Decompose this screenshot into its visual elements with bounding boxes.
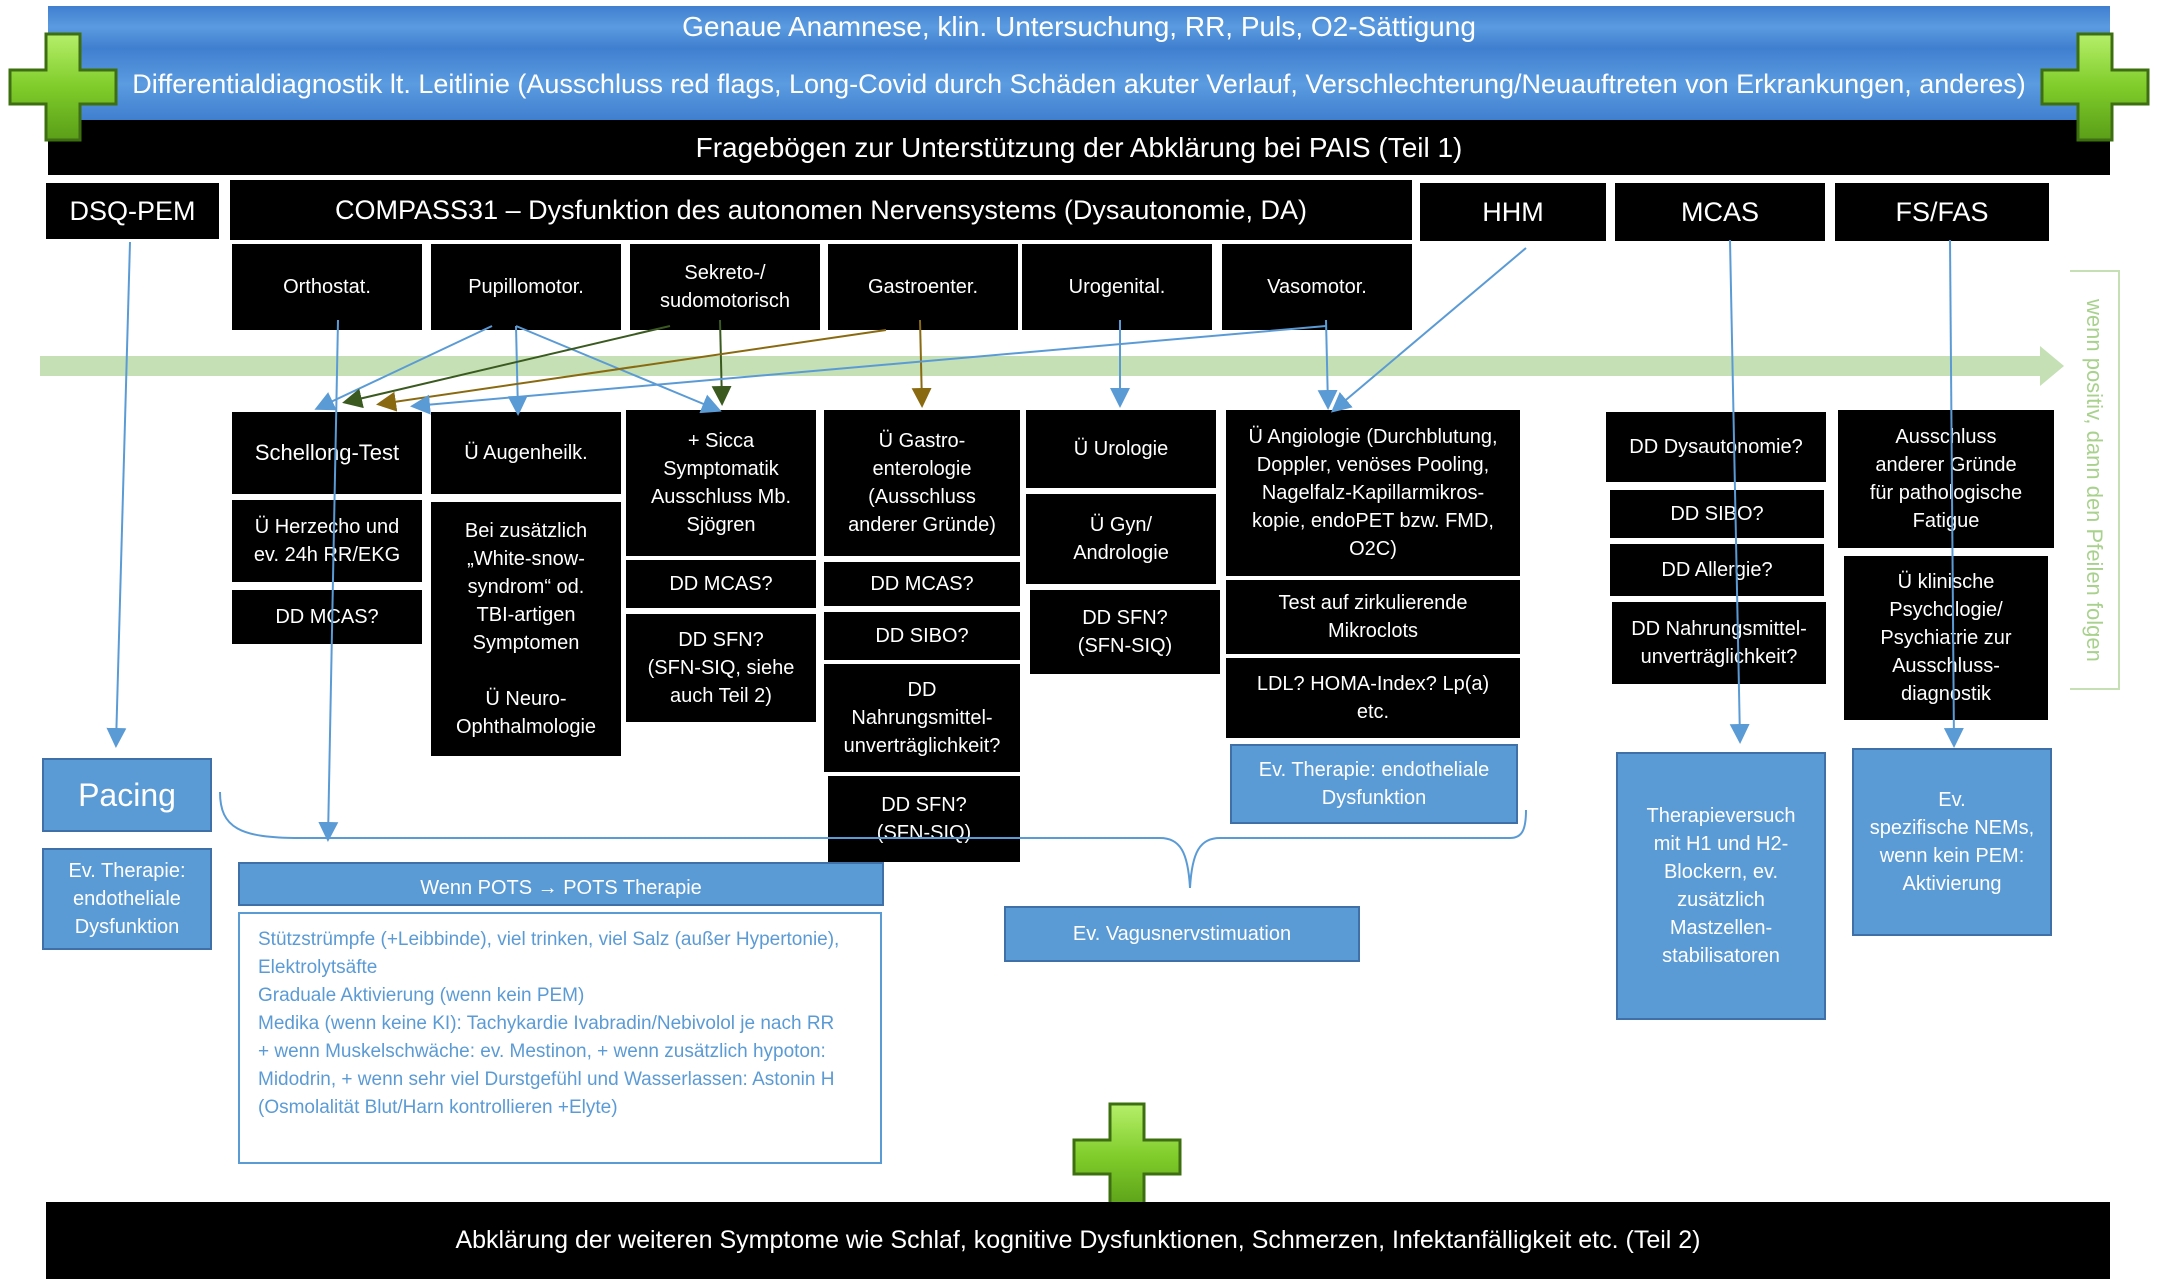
category-gastroenter: Gastroenter. — [828, 244, 1018, 330]
header-bar-anamnese: Genaue Anamnese, klin. Untersuchung, RR,… — [48, 6, 2110, 48]
category-vasomotor: Vasomotor. — [1222, 244, 1412, 330]
plus-icon-bottom — [1072, 1102, 1182, 1212]
box-dd-sfn-sekreto: DD SFN? (SFN-SIQ, siehe auch Teil 2) — [626, 614, 816, 722]
category-orthostat: Orthostat. — [232, 244, 422, 330]
questionnaire-dsq-pem: DSQ-PEM — [46, 183, 219, 239]
box-dd-mcas-orthostat: DD MCAS? — [232, 590, 422, 644]
box-nems-aktivierung: Ev. spezifische NEMs, wenn kein PEM: Akt… — [1852, 748, 2052, 936]
positive-flow-arrow — [40, 346, 2064, 386]
category-sekreto-sudomotorisch: Sekreto-/ sudomotorisch — [630, 244, 820, 330]
plus-icon-right — [2040, 32, 2150, 142]
box-therapie-endothel-links: Ev. Therapie: endotheliale Dysfunktion — [42, 848, 212, 950]
box-white-snow-neuro-ophthalmologie: Bei zusätzlich „White-snow- syndrom“ od.… — [431, 502, 621, 756]
box-dd-mcas-gastro: DD MCAS? — [824, 562, 1020, 606]
box-klinische-psychologie: Ü klinische Psychologie/ Psychiatrie zur… — [1844, 556, 2048, 720]
box-dd-nahrungsmittel-mcas: DD Nahrungsmittel- unverträglichkeit? — [1612, 602, 1826, 684]
box-gyn-andrologie: Ü Gyn/ Andrologie — [1026, 494, 1216, 584]
questionnaire-mcas: MCAS — [1615, 183, 1825, 241]
box-pots-therapie-titel: Wenn POTS → POTS Therapie — [238, 862, 884, 906]
questionnaire-hhm: HHM — [1420, 183, 1606, 241]
footer-bar-teil2: Abklärung der weiteren Symptome wie Schl… — [46, 1202, 2110, 1279]
box-sicca-sjoegren: + Sicca Symptomatik Ausschluss Mb. Sjögr… — [626, 410, 816, 556]
box-h1-h2-blocker: Therapieversuch mit H1 und H2- Blockern,… — [1616, 752, 1826, 1020]
box-herzecho: Ü Herzecho und ev. 24h RR/EKG — [232, 500, 422, 582]
box-dd-sfn-urogenital: DD SFN? (SFN-SIQ) — [1030, 590, 1220, 674]
category-pupillomotor: Pupillomotor. — [431, 244, 621, 330]
box-mikroclots: Test auf zirkulierende Mikroclots — [1226, 580, 1520, 654]
box-pacing: Pacing — [42, 758, 212, 832]
box-dd-mcas-sekreto: DD MCAS? — [626, 560, 816, 608]
plus-icon-left — [8, 32, 118, 142]
header-bar-fragebogen: Fragebögen zur Unterstützung der Abkläru… — [48, 120, 2110, 175]
box-dd-sfn-gastro: DD SFN? (SFN-SIQ) — [828, 776, 1020, 862]
side-note-positive: wenn positiv, dann den Pfeilen folgen — [2070, 270, 2120, 690]
box-vagusnervstimulation: Ev. Vagusnervstimuation — [1004, 906, 1360, 962]
box-dd-allergie: DD Allergie? — [1610, 544, 1824, 596]
category-urogenital: Urogenital. — [1022, 244, 1212, 330]
questionnaire-fs-fas: FS/FAS — [1835, 183, 2049, 241]
box-dd-nahrungsmittel-gastro: DD Nahrungsmittel- unverträglichkeit? — [824, 664, 1020, 772]
box-ausschluss-fatigue: Ausschluss anderer Gründe für pathologis… — [1838, 410, 2054, 548]
box-gastroenterologie: Ü Gastro- enterologie (Ausschluss andere… — [824, 410, 1020, 556]
box-pots-therapie-text: Stützstrümpfe (+Leibbinde), viel trinken… — [238, 912, 882, 1164]
questionnaire-compass31: COMPASS31 – Dysfunktion des autonomen Ne… — [230, 180, 1412, 240]
box-dd-sibo-gastro: DD SIBO? — [824, 612, 1020, 660]
box-schellong-test: Schellong-Test — [232, 412, 422, 494]
box-dd-dysautonomie: DD Dysautonomie? — [1606, 412, 1826, 482]
box-augenheilkunde: Ü Augenheilk. — [431, 412, 621, 494]
header-bar-differentialdiagnostik: Differentialdiagnostik lt. Leitlinie (Au… — [48, 48, 2110, 120]
box-urologie: Ü Urologie — [1026, 410, 1216, 488]
box-angiologie: Ü Angiologie (Durchblutung, Doppler, ven… — [1226, 410, 1520, 576]
box-ldl-homa: LDL? HOMA-Index? Lp(a) etc. — [1226, 658, 1520, 738]
box-therapie-endothel-rechts: Ev. Therapie: endotheliale Dysfunktion — [1230, 744, 1518, 824]
box-dd-sibo-mcas: DD SIBO? — [1610, 490, 1824, 538]
